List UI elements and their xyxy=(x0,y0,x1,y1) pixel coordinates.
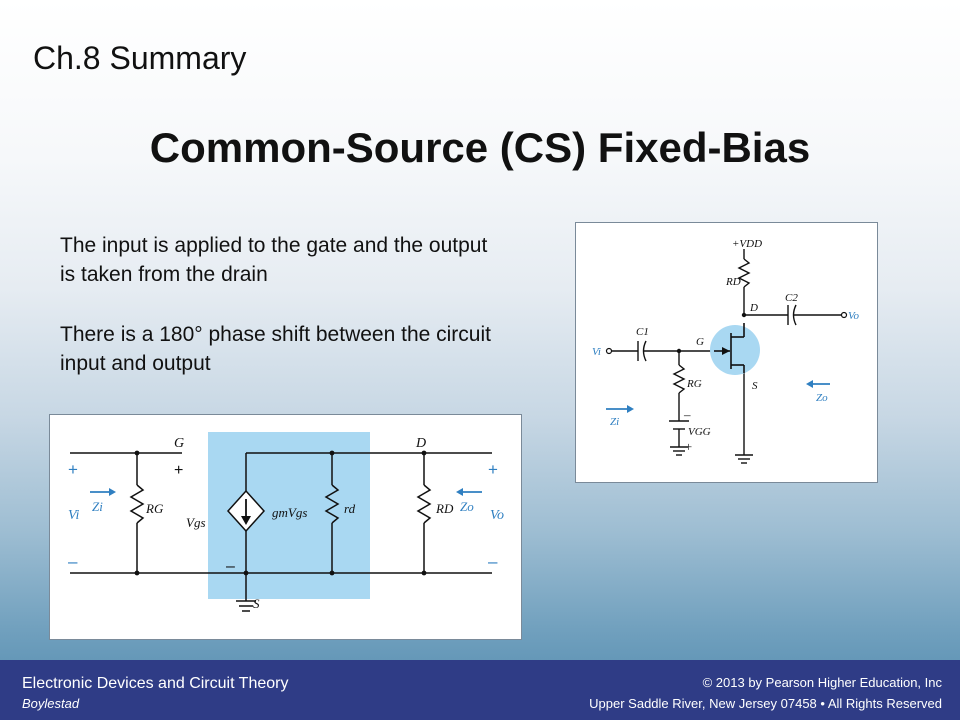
eq-gm-label: gmVgs xyxy=(272,505,307,520)
jfet-symbol xyxy=(714,323,745,373)
equivalent-svg: G D S + Vi – Zi RG + Vgs – gmVgs rd RD Z… xyxy=(68,432,504,612)
vo-label: Vo xyxy=(848,310,860,322)
eq-zo-label: Zo xyxy=(460,499,474,514)
eq-source-label: S xyxy=(253,596,260,611)
zi-label: Zi xyxy=(610,416,619,428)
eq-rd-label: RD xyxy=(435,501,454,516)
eq-vgs-plus: + xyxy=(174,462,183,479)
footer-copyright: © 2013 by Pearson Higher Education, Inc xyxy=(702,675,942,690)
c2-label: C2 xyxy=(785,292,798,304)
cs-fixed-bias-schematic: +VDD RD D C2 Vo C1 G Vi RG S Zo Zi – VGG… xyxy=(575,222,878,483)
eq-vi-label: Vi xyxy=(68,508,80,523)
rd-label: RD xyxy=(725,276,741,288)
footer-course: Electronic Devices and Circuit Theory xyxy=(22,675,289,692)
slide-title: Common-Source (CS) Fixed-Bias xyxy=(149,124,811,171)
eq-vgs-minus: – xyxy=(226,558,235,575)
vgg-plus: + xyxy=(684,439,693,454)
eq-rd-small-label: rd xyxy=(344,501,356,516)
eq-vgs-label: Vgs xyxy=(186,515,206,530)
gate-label: G xyxy=(696,336,704,348)
eq-zi-label: Zi xyxy=(92,499,103,514)
source-label: S xyxy=(752,380,758,392)
eq-vi-plus: + xyxy=(68,460,78,479)
c1-label: C1 xyxy=(636,326,649,338)
footer-address: Upper Saddle River, New Jersey 07458 • A… xyxy=(589,696,942,711)
schematic-svg: +VDD RD D C2 Vo C1 G Vi RG S Zo Zi – VGG… xyxy=(592,238,860,464)
eq-vo-plus: + xyxy=(488,460,498,479)
chapter-heading: Ch.8 Summary xyxy=(33,40,247,76)
footer-author: Boylestad xyxy=(22,696,80,711)
eq-vo-minus: – xyxy=(488,552,498,571)
vi-label: Vi xyxy=(592,346,601,358)
eq-drain-label: D xyxy=(415,436,426,451)
bullet-phase-shift: There is a 180° phase shift between the … xyxy=(60,323,491,375)
rg-label: RG xyxy=(686,378,702,390)
eq-rg-label: RG xyxy=(145,501,164,516)
jfet-highlight xyxy=(710,325,760,375)
eq-gate-label: G xyxy=(174,436,184,451)
eq-vo-label: Vo xyxy=(490,508,504,523)
eq-vi-minus: – xyxy=(68,552,78,571)
bullet-input-output: The input is applied to the gate and the… xyxy=(60,234,488,286)
vdd-label: +VDD xyxy=(732,238,762,250)
footer-bar: Electronic Devices and Circuit Theory Bo… xyxy=(0,660,960,720)
drain-label: D xyxy=(749,302,758,314)
zo-label: Zo xyxy=(816,392,828,404)
vgg-label: VGG xyxy=(688,426,711,438)
ac-equivalent-circuit: G D S + Vi – Zi RG + Vgs – gmVgs rd RD Z… xyxy=(49,414,522,640)
vgg-minus: – xyxy=(683,407,691,422)
